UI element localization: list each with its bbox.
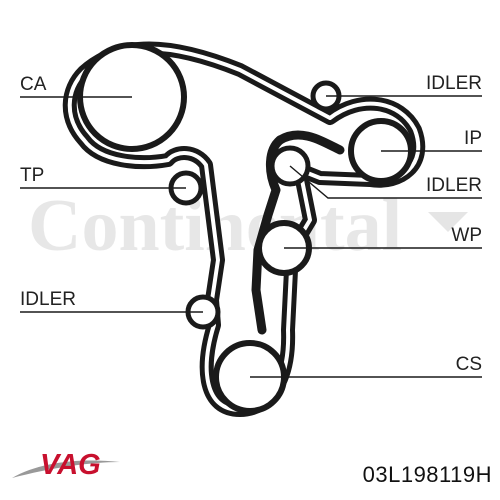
brand-name: VAG [40,449,101,481]
label-tp: TP [20,165,44,186]
label-ip: IP [464,128,482,149]
label-cs: CS [456,354,482,375]
label-idler-mid: IDLER [426,175,482,196]
watermark-logo-icon [428,212,468,232]
label-idler-top: IDLER [426,73,482,94]
vag-logo: VAG [12,449,120,481]
label-idler-left: IDLER [20,289,76,310]
leader-idler-mid [289,165,482,199]
part-number: 03L198119H [363,462,492,487]
label-wp: WP [451,225,482,246]
leader-lines [20,95,482,378]
label-ca: CA [20,74,47,95]
vag-swoosh-icon [12,460,120,478]
